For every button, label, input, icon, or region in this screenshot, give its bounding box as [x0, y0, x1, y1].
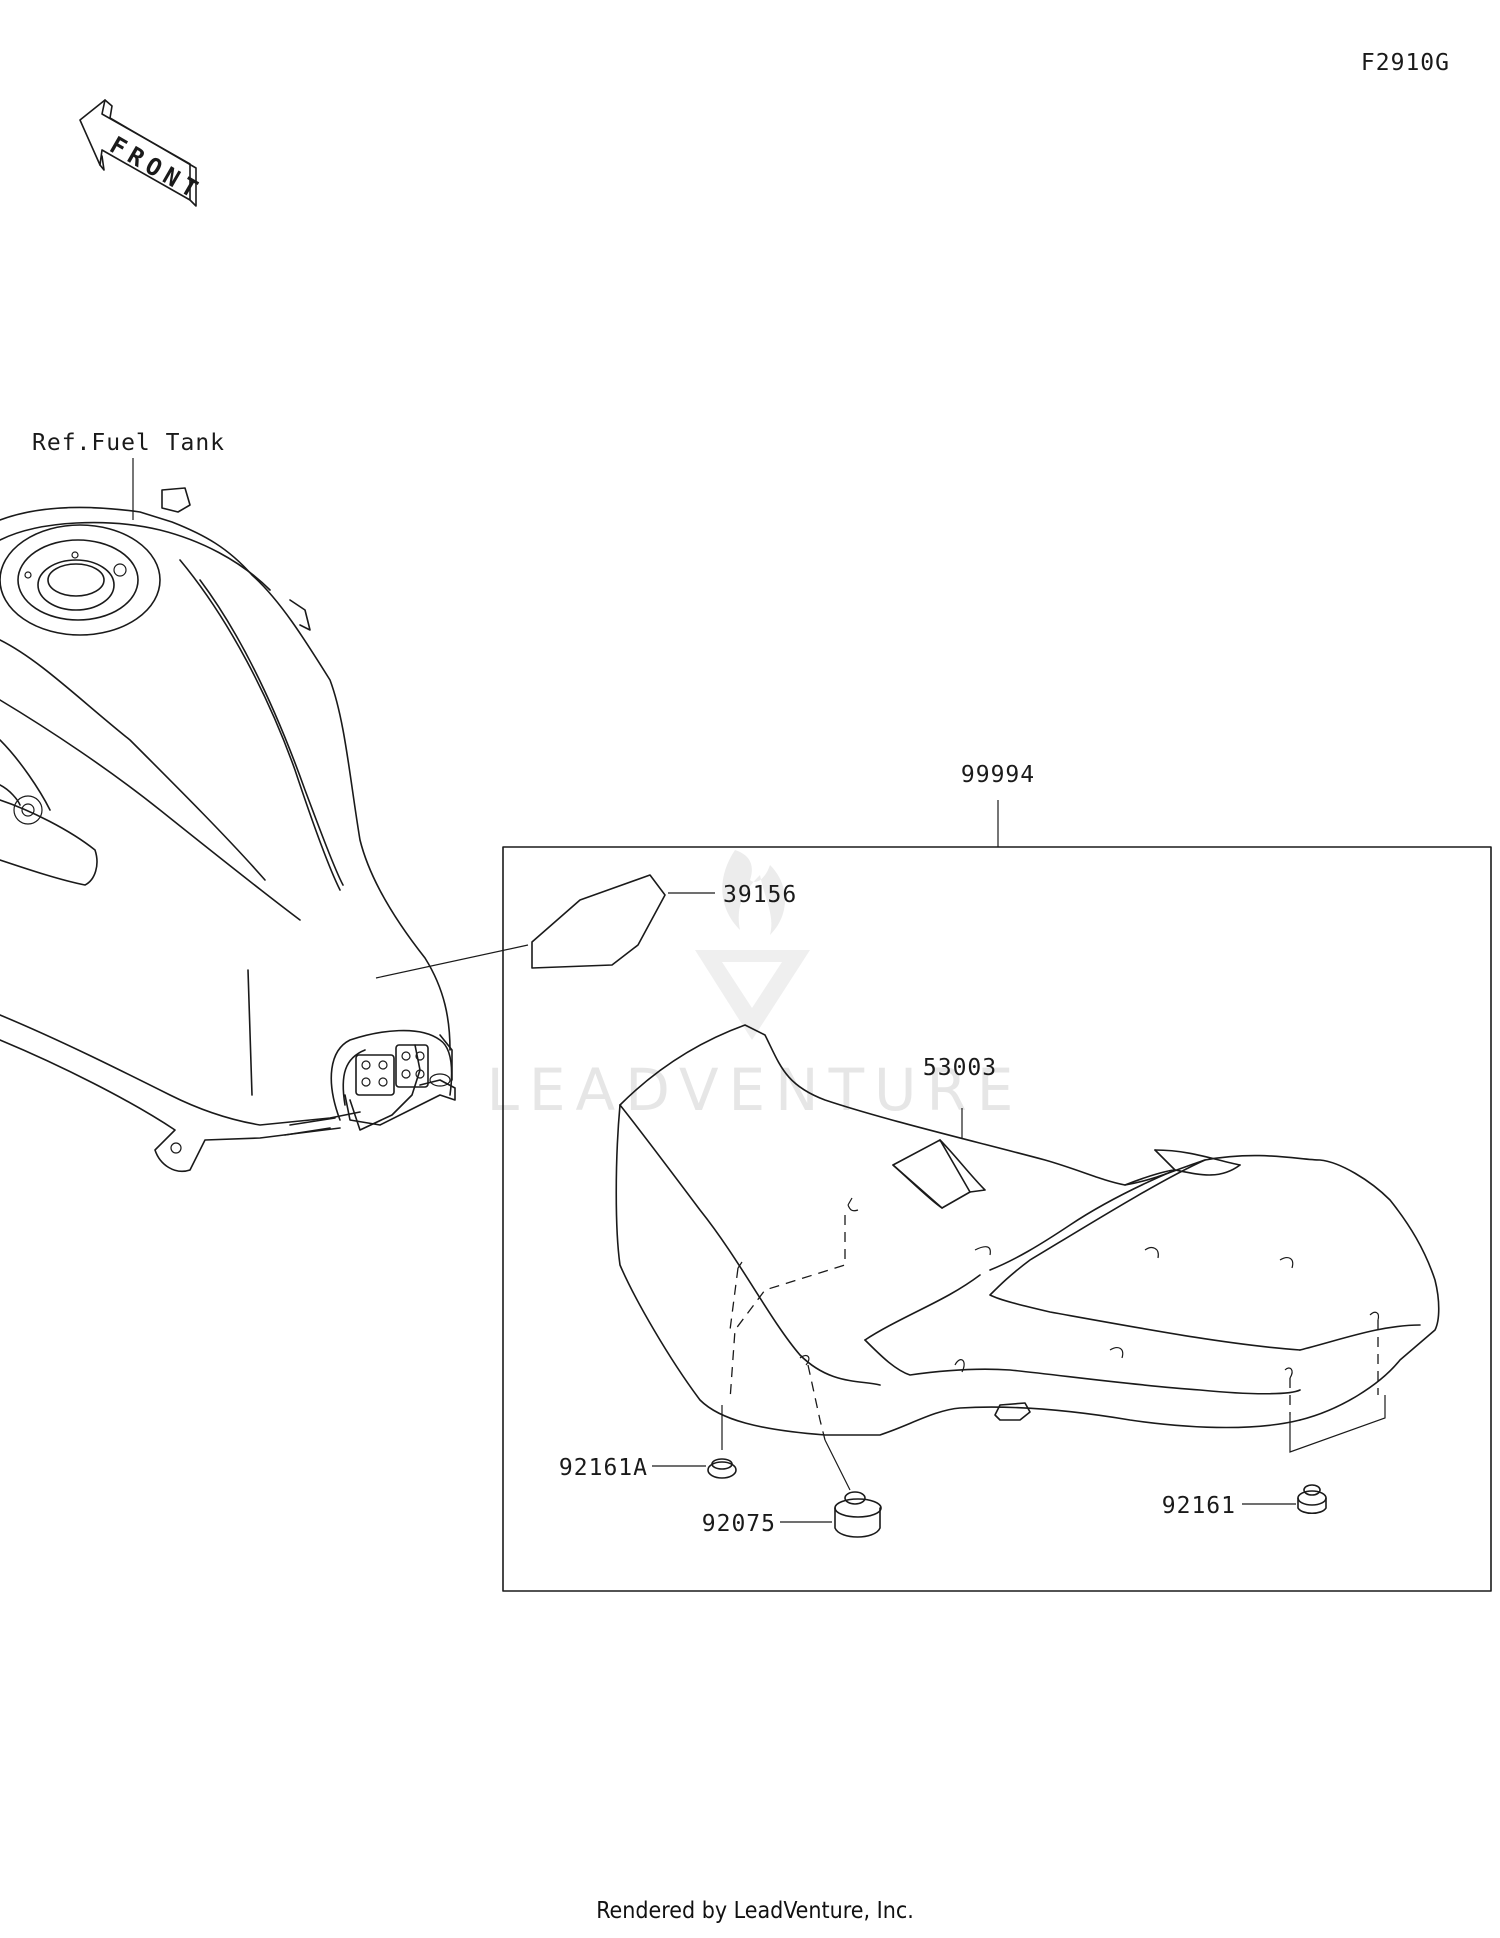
part-label-92161A: 92161A [559, 1455, 648, 1481]
part-label-92075: 92075 [702, 1511, 776, 1537]
watermark: LEADVENTURE [487, 850, 1024, 1124]
part-label-99994: 99994 [961, 762, 1035, 788]
fuel-tank: Ref.Fuel Tank [0, 430, 456, 1172]
front-arrow-icon: FRONT [79, 99, 208, 207]
grommet-92161: 92161 [1162, 1395, 1386, 1519]
grommet-92161A: 92161A [559, 1405, 737, 1481]
damper-92075: 92075 [702, 1439, 882, 1538]
diagram-code: F2910G [1361, 50, 1450, 76]
part-label-39156: 39156 [723, 882, 797, 908]
assembly-group: 99994 [502, 762, 1492, 1592]
front-arrow-label: FRONT [105, 131, 208, 206]
pad-39156: 39156 [375, 874, 797, 979]
watermark-text: LEADVENTURE [487, 1056, 1024, 1124]
footer-credit: Rendered by LeadVenture, Inc. [596, 1898, 914, 1924]
fuel-tank-label: Ref.Fuel Tank [32, 430, 225, 456]
part-label-92161: 92161 [1162, 1493, 1236, 1519]
watermark-logo-icon [695, 850, 810, 1040]
part-label-53003: 53003 [923, 1055, 997, 1081]
assembly-box [502, 846, 1492, 1592]
seat-53003: 53003 [615, 1024, 1440, 1441]
